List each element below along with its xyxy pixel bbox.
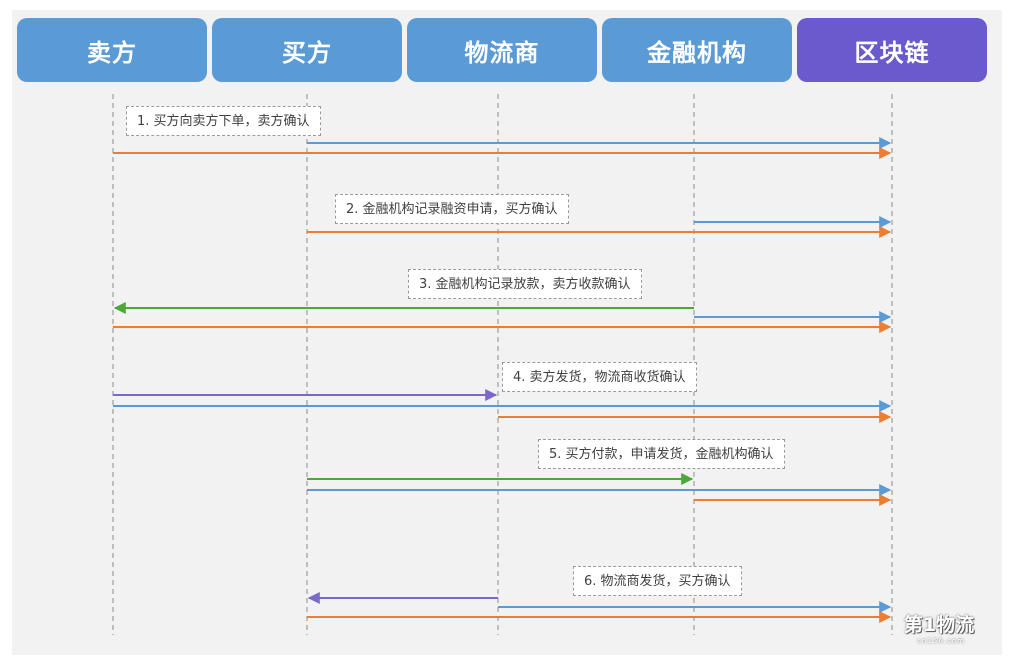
step-label-5: 5. 买方付款，申请发货，金融机构确认 — [538, 439, 785, 469]
step-label-3: 3. 金融机构记录放款，卖方收款确认 — [408, 269, 642, 299]
actor-logistics: 物流商 — [407, 18, 597, 82]
sequence-diagram: 卖方 买方 物流商 金融机构 区块链 — [12, 10, 1002, 655]
actor-seller: 卖方 — [17, 18, 207, 82]
actor-blockchain: 区块链 — [797, 18, 987, 82]
step-label-4: 4. 卖方发货，物流商收货确认 — [502, 362, 697, 392]
watermark-subtext: cn156.com — [917, 637, 965, 645]
step-label-1: 1. 买方向卖方下单，卖方确认 — [126, 106, 321, 136]
diagram-lines — [112, 94, 893, 635]
actor-buyer: 买方 — [212, 18, 402, 82]
step-label-6: 6. 物流商发货，买方确认 — [573, 566, 742, 596]
actor-financial-institution: 金融机构 — [602, 18, 792, 82]
watermark-text: 第1物流 — [903, 614, 975, 636]
step-label-2: 2. 金融机构记录融资申请，买方确认 — [335, 194, 569, 224]
watermark-logo: 第1物流 cn156.com — [900, 612, 978, 646]
